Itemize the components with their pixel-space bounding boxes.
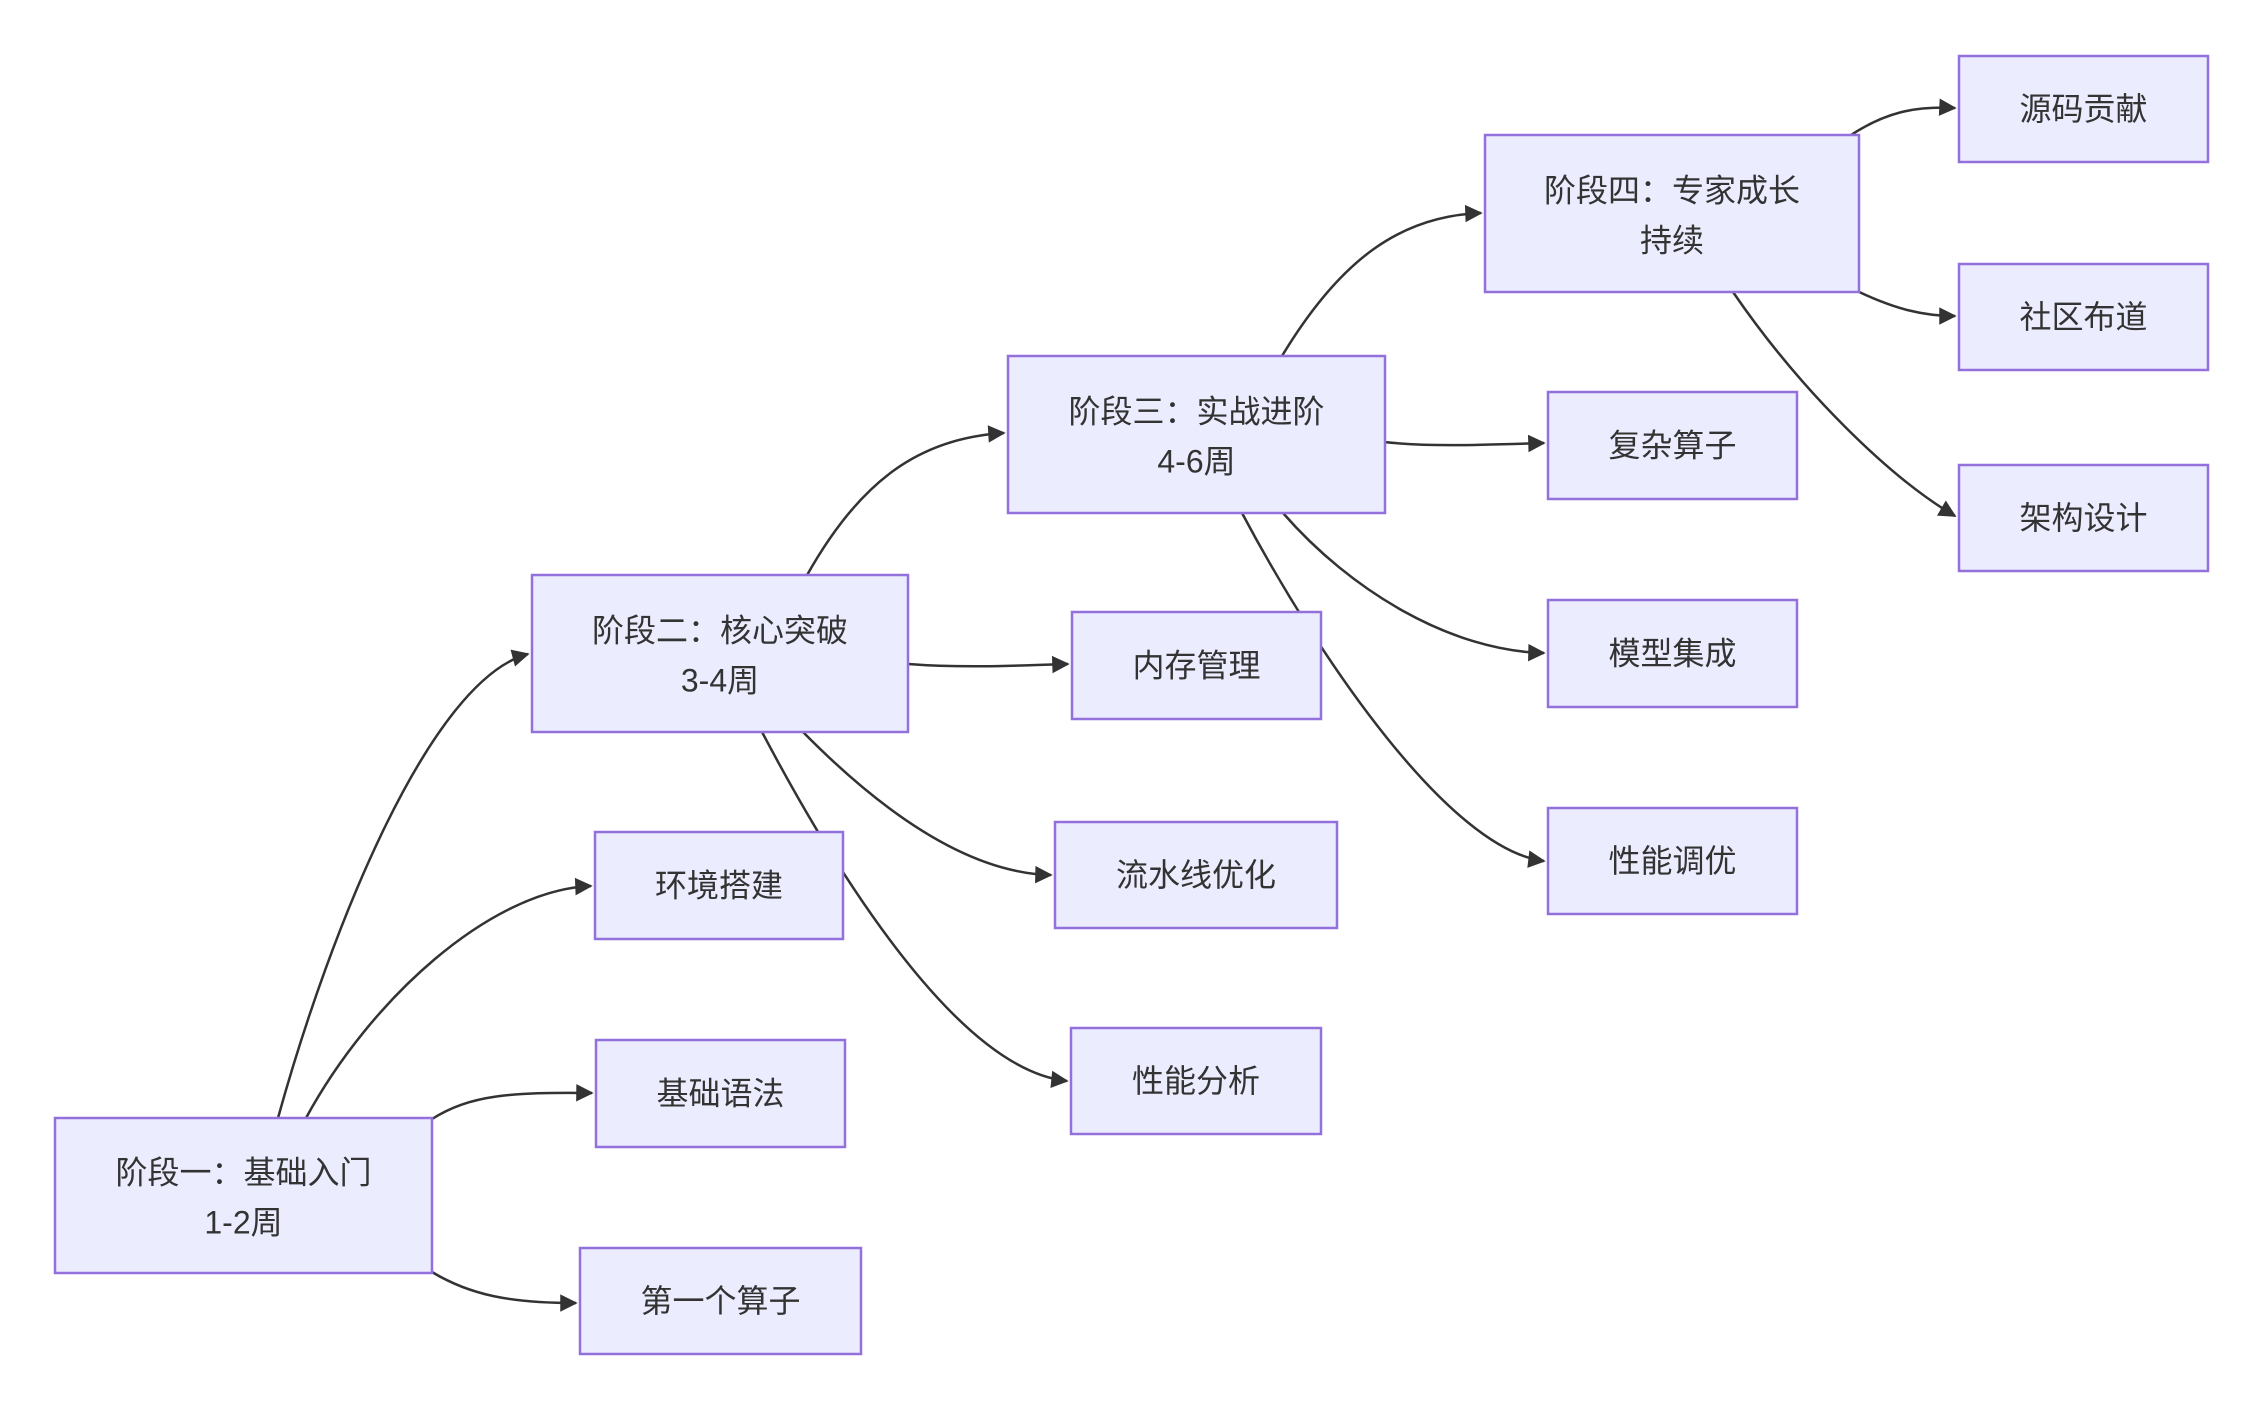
node-stage1-label: 阶段一：基础入门 xyxy=(115,1155,371,1191)
node-stage2-label: 阶段二：核心突破 xyxy=(592,613,848,649)
edge-stage1-to-env-setup xyxy=(304,877,593,1119)
node-first-operator: 第一个算子 xyxy=(578,1246,863,1356)
edges-layer xyxy=(276,98,1957,1312)
node-model-integration: 模型集成 xyxy=(1546,598,1799,709)
node-stage1: 阶段一：基础入门 1-2周 xyxy=(53,1116,434,1275)
node-stage3-box xyxy=(1006,354,1387,515)
node-first-operator-label: 第一个算子 xyxy=(640,1283,800,1319)
node-basic-syntax-box xyxy=(594,1038,847,1149)
node-perf-analysis: 性能分析 xyxy=(1069,1026,1323,1136)
node-community-evangel: 社区布道 xyxy=(1957,262,2210,372)
node-memory-mgmt-label: 内存管理 xyxy=(1132,648,1260,684)
edge-stage1-to-stage2 xyxy=(276,649,530,1119)
node-stage2-label: 3-4周 xyxy=(681,663,759,699)
node-stage4-label: 持续 xyxy=(1640,223,1704,259)
node-arch-design-label: 架构设计 xyxy=(2019,500,2147,536)
node-perf-tuning: 性能调优 xyxy=(1546,806,1799,916)
node-stage3: 阶段三：实战进阶 4-6周 xyxy=(1006,354,1387,515)
edge-stage4-to-arch-design xyxy=(1731,291,1957,518)
edge-stage2-to-perf-analysis xyxy=(760,731,1069,1089)
node-perf-analysis-label: 性能分析 xyxy=(1132,1063,1260,1099)
node-stage1-label: 1-2周 xyxy=(204,1205,282,1241)
node-stage2-box xyxy=(530,573,910,734)
edge-stage1-to-first-operator xyxy=(431,1270,578,1312)
node-env-setup: 环境搭建 xyxy=(593,830,845,941)
node-community-evangel-box xyxy=(1957,262,2210,372)
node-basic-syntax-label: 基础语法 xyxy=(656,1076,784,1112)
node-complex-operator-label: 复杂算子 xyxy=(1608,428,1736,464)
node-stage1-box xyxy=(53,1116,434,1275)
node-perf-analysis-box xyxy=(1069,1026,1323,1136)
node-first-operator-box xyxy=(578,1246,863,1356)
edge-stage4-to-source-contrib xyxy=(1847,98,1957,139)
node-stage2: 阶段二：核心突破 3-4周 xyxy=(530,573,910,734)
edge-stage3-to-complex-operator xyxy=(1383,434,1546,453)
edge-stage4-to-community-evangel xyxy=(1850,286,1957,325)
edge-stage3-to-model-integration xyxy=(1282,512,1546,662)
node-basic-syntax: 基础语法 xyxy=(594,1038,847,1149)
node-source-contrib-label: 源码贡献 xyxy=(2019,91,2147,127)
node-memory-mgmt: 内存管理 xyxy=(1070,610,1323,721)
node-complex-operator-box xyxy=(1546,390,1799,501)
node-community-evangel-label: 社区布道 xyxy=(2019,299,2147,335)
edge-stage3-to-perf-tuning xyxy=(1240,512,1546,868)
node-stage4-label: 阶段四：专家成长 xyxy=(1544,173,1800,209)
node-model-integration-box xyxy=(1546,598,1799,709)
node-source-contrib-box xyxy=(1957,54,2210,164)
edge-stage2-to-memory-mgmt xyxy=(907,655,1070,674)
node-env-setup-label: 环境搭建 xyxy=(655,868,783,904)
node-arch-design: 架构设计 xyxy=(1957,463,2210,573)
node-complex-operator: 复杂算子 xyxy=(1546,390,1799,501)
node-stage4-box xyxy=(1483,133,1861,294)
edge-stage2-to-stage3 xyxy=(804,425,1006,578)
node-pipeline-opt-box xyxy=(1053,820,1339,930)
edge-stage3-to-stage4 xyxy=(1280,204,1483,357)
node-perf-tuning-label: 性能调优 xyxy=(1608,843,1736,879)
node-stage3-label: 阶段三：实战进阶 xyxy=(1068,394,1324,430)
nodes-layer: 阶段一：基础入门 1-2周 阶段二：核心突破 3-4周 阶段三：实战进阶 4-6周 阶段四：… xyxy=(53,54,2210,1356)
node-env-setup-box xyxy=(593,830,845,941)
node-pipeline-opt: 流水线优化 xyxy=(1053,820,1339,930)
edge-stage2-to-pipeline-opt xyxy=(802,731,1053,884)
node-pipeline-opt-label: 流水线优化 xyxy=(1116,857,1276,893)
node-memory-mgmt-box xyxy=(1070,610,1323,721)
node-source-contrib: 源码贡献 xyxy=(1957,54,2210,164)
node-perf-tuning-box xyxy=(1546,806,1799,916)
node-model-integration-label: 模型集成 xyxy=(1608,636,1736,672)
node-stage3-label: 4-6周 xyxy=(1157,444,1235,480)
node-arch-design-box xyxy=(1957,463,2210,573)
edge-stage1-to-basic-syntax xyxy=(431,1084,594,1121)
